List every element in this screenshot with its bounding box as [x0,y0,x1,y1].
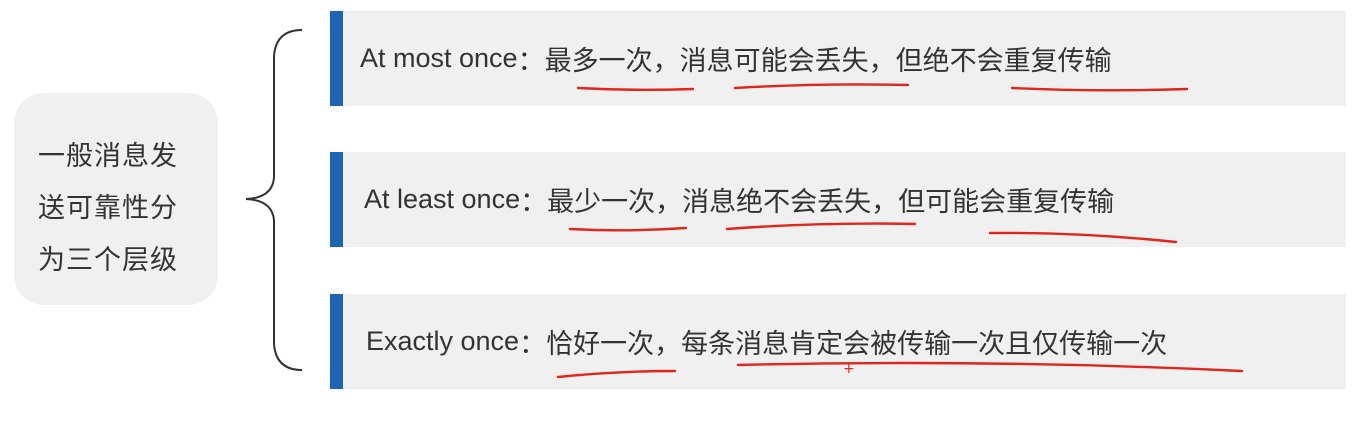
level-row-at-least-once: At least once ： 最少一次 ， 消息绝不会丢失 ，但 可能会重复传… [330,152,1346,247]
level-row-exactly-once: Exactly once ： 恰好一次 ， 每条消息肯定会被传输一次且仅传输一次 [330,294,1346,389]
level-desc-b: ，但 [871,187,926,218]
level-short-label: 最多一次 [544,46,653,77]
level-comma: ， [655,187,683,218]
level-short-label: 恰好一次 [546,329,655,360]
summary-line-1: 一般消息发 [38,141,178,172]
level-short-label: 最少一次 [547,187,656,218]
level-accent-bar [330,152,343,247]
level-desc-a: 消息绝不会丢失 [682,187,872,218]
level-text: At least once ： 最少一次 ， 消息绝不会丢失 ，但 可能会重复传… [364,152,1114,247]
level-separator: ： [520,187,548,218]
level-name: At most once [360,43,518,73]
level-comma: ， [652,46,680,77]
summary-line-3: 为三个层级 [38,245,178,276]
summary-box: 一般消息发 送可靠性分 为三个层级 [14,93,218,305]
level-row-at-most-once: At most once ： 最多一次 ， 消息可能会丢失 ，但绝 不会重复传输 [330,11,1346,106]
level-accent-bar [330,294,343,389]
level-comma: ， [654,329,682,360]
level-desc-c: 可能会重复传输 [925,187,1115,218]
level-text: At most once ： 最多一次 ， 消息可能会丢失 ，但绝 不会重复传输 [360,11,1112,106]
summary-line-2: 送可靠性分 [38,193,178,224]
level-separator: ： [519,329,547,360]
level-name: At least once [364,184,521,214]
cursor-crosshair-icon: + [843,361,855,377]
level-desc-a: 每条消息肯定会被传输一次且仅传输一次 [681,329,1168,360]
level-desc-b: ，但绝 [868,46,950,77]
level-name: Exactly once [366,326,520,356]
level-separator: ： [517,46,545,77]
level-desc-c: 不会重复传输 [949,46,1112,77]
level-desc-a: 消息可能会丢失 [679,46,869,77]
level-text: Exactly once ： 恰好一次 ， 每条消息肯定会被传输一次且仅传输一次 [366,294,1167,389]
level-accent-bar [330,11,343,106]
